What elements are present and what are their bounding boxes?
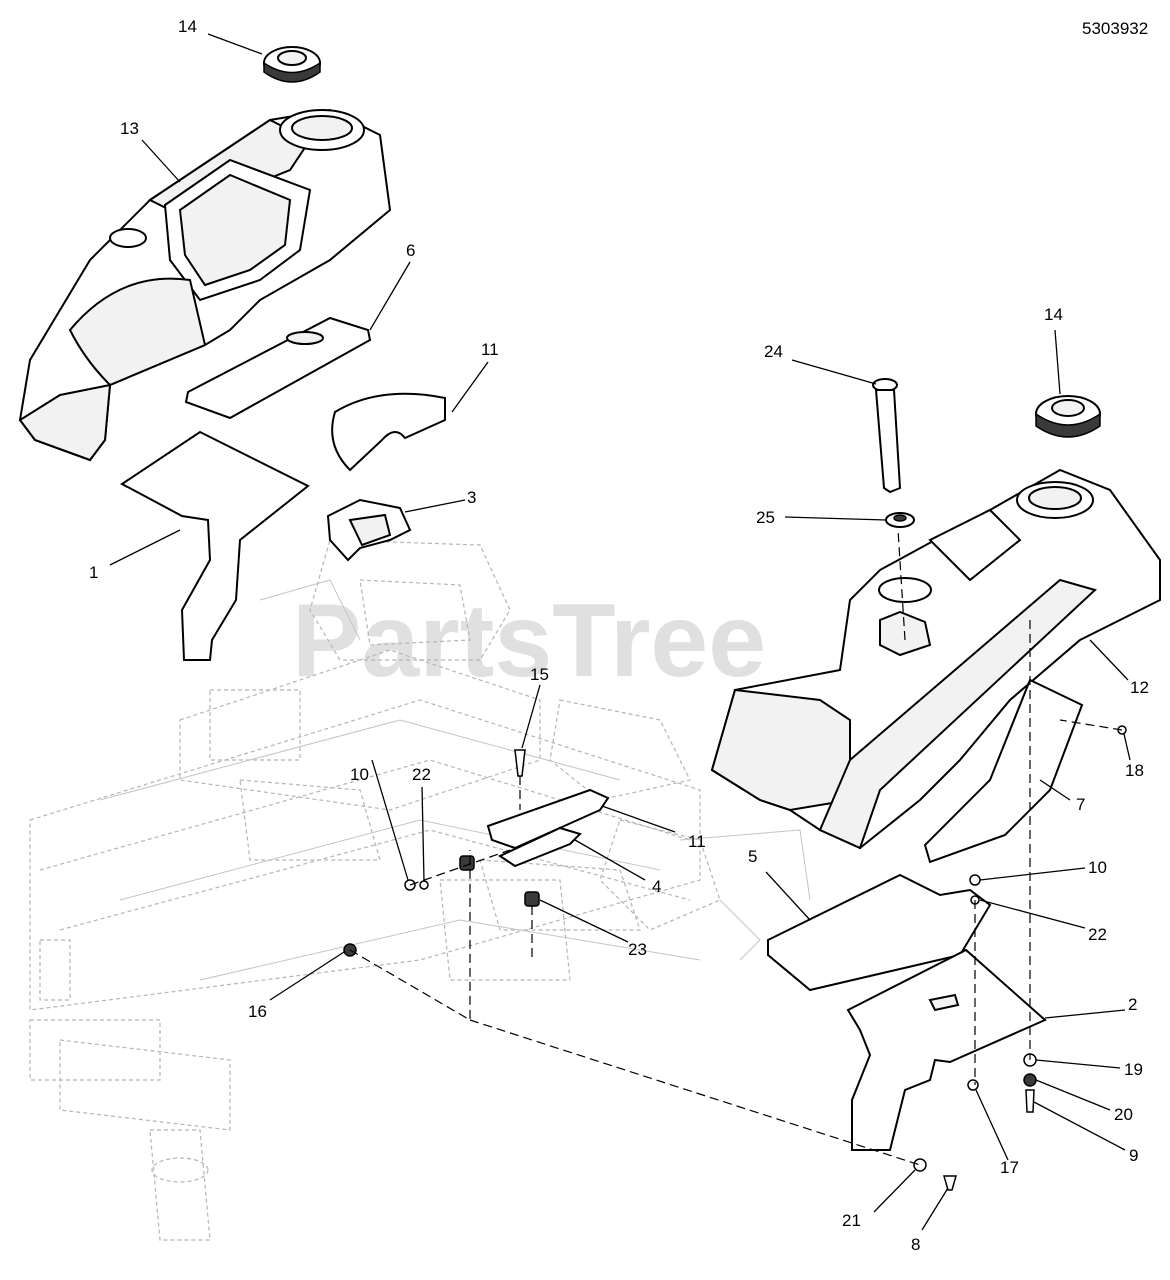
callout-14-right: 14 [1044, 305, 1063, 324]
mower-frame-ghost [29, 539, 811, 1241]
callout-1: 1 [89, 563, 98, 582]
fuel-cap-right [1035, 395, 1101, 438]
callout-19: 19 [1124, 1060, 1143, 1079]
callout-22-left: 22 [412, 765, 431, 784]
callout-8: 8 [911, 1235, 920, 1254]
leader-lines [109, 33, 1131, 1231]
callout-21: 21 [842, 1211, 861, 1230]
callout-10-left: 10 [350, 765, 369, 784]
callout-2: 2 [1128, 995, 1137, 1014]
callout-23: 23 [628, 940, 647, 959]
callout-3: 3 [467, 488, 476, 507]
screw-15 [514, 749, 526, 777]
callouts: 14 13 6 11 3 1 24 14 25 12 18 7 15 10 22… [89, 17, 1149, 1254]
nut-17 [967, 1079, 979, 1091]
lockwasher-20 [1023, 1073, 1037, 1087]
callout-10-right: 10 [1088, 858, 1107, 877]
callout-20: 20 [1114, 1105, 1133, 1124]
callout-13: 13 [120, 119, 139, 138]
callout-18: 18 [1125, 761, 1144, 780]
nut-23 [524, 891, 540, 907]
washer-22-left [419, 880, 429, 890]
bracket-1 [120, 430, 310, 661]
callout-25: 25 [756, 508, 775, 527]
plate-6 [184, 316, 372, 420]
gauge-24 [872, 378, 902, 494]
fuel-cap-top [263, 46, 321, 83]
callout-9: 9 [1129, 1146, 1138, 1165]
shield-11-top [331, 392, 446, 472]
callout-11-middle: 11 [688, 832, 706, 851]
callout-5: 5 [748, 847, 757, 866]
callout-12: 12 [1130, 678, 1149, 697]
callout-24: 24 [764, 342, 783, 361]
nut-10-right [969, 874, 981, 886]
watermark: PartsTree [292, 583, 766, 699]
fuel-tank-right [710, 468, 1161, 850]
bolt-9 [1025, 1089, 1035, 1113]
bolt-8 [943, 1175, 957, 1191]
grommet-25 [885, 512, 915, 528]
washer-21 [913, 1158, 927, 1172]
callout-7: 7 [1076, 795, 1085, 814]
panel-7 [923, 678, 1084, 864]
bracket-2 [846, 948, 1047, 1151]
callout-22-right: 22 [1088, 925, 1107, 944]
document-number: 5303932 [1082, 19, 1148, 38]
clip-18-middle [459, 855, 475, 871]
callout-14-top: 14 [178, 17, 197, 36]
shield-11-middle [486, 788, 610, 850]
callout-11-top: 11 [481, 340, 499, 359]
callout-16: 16 [248, 1002, 267, 1021]
callout-4: 4 [652, 877, 661, 896]
fuel-tank-left [18, 108, 392, 462]
callout-17: 17 [1000, 1158, 1019, 1177]
assembly-lines [349, 529, 1123, 1166]
callout-15: 15 [530, 665, 549, 684]
bracket-3 [326, 498, 412, 562]
plate-4 [497, 826, 582, 868]
callout-6: 6 [406, 241, 415, 260]
shield-5 [767, 873, 992, 992]
